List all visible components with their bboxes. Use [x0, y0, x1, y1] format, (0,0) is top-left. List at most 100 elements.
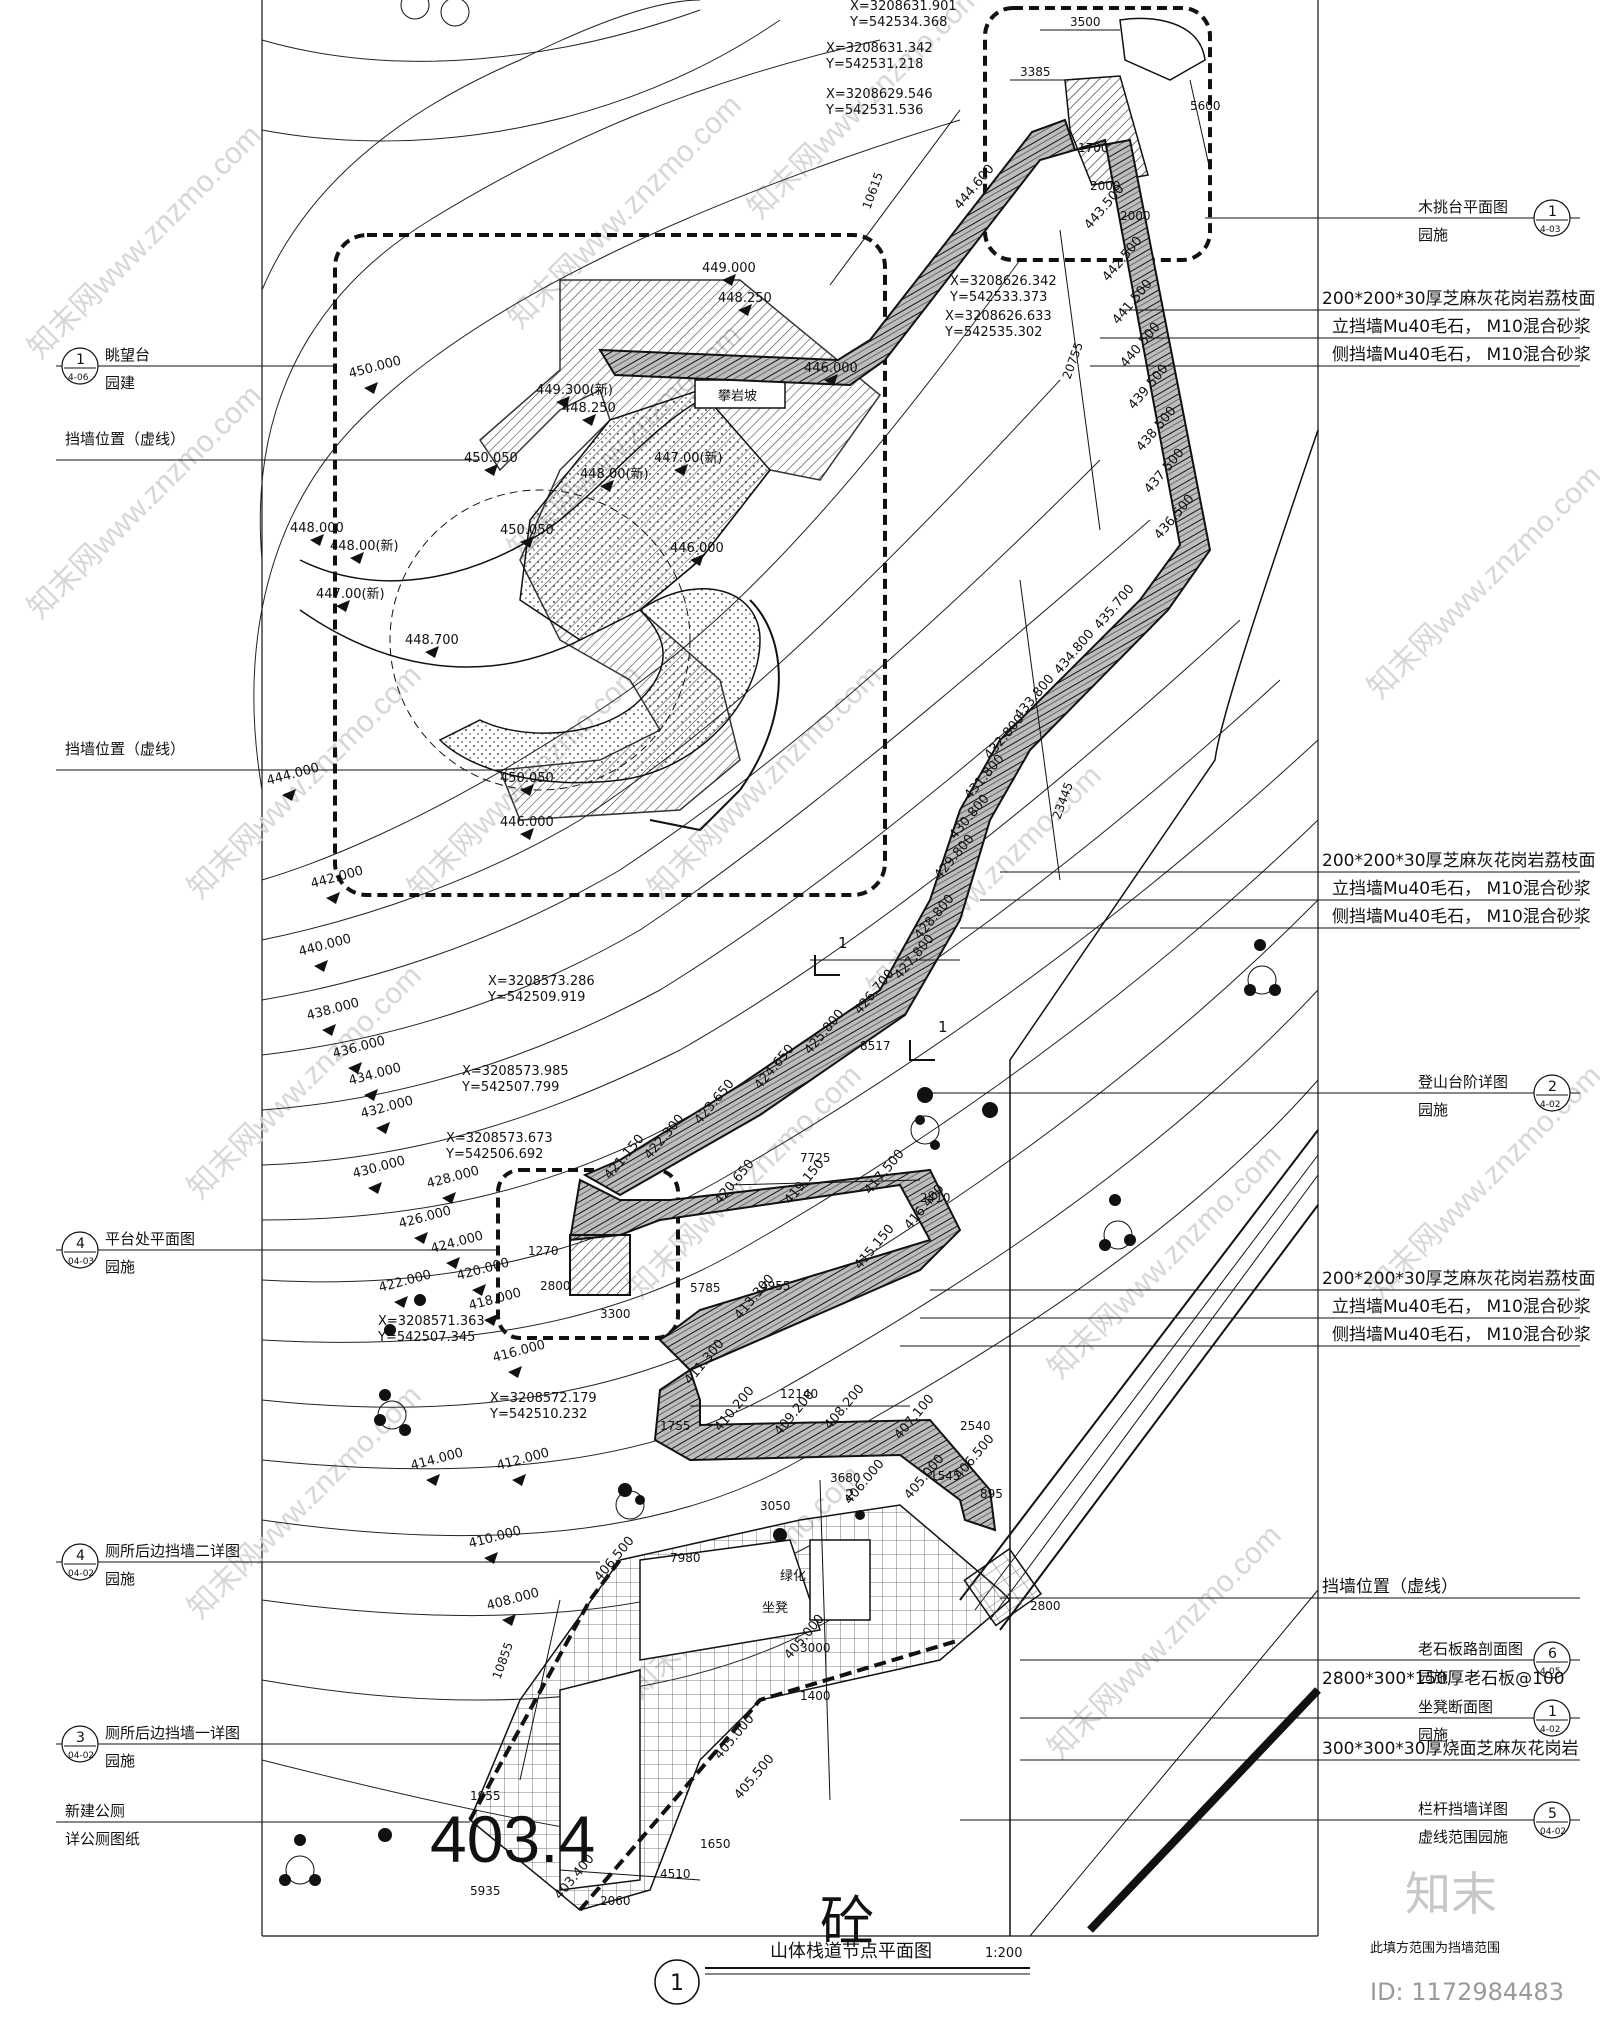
dimension-value: 4510 — [660, 1867, 691, 1881]
dimension-lines — [519, 29, 1211, 1881]
elevation-marker — [446, 1257, 460, 1269]
dimension-value: 20755 — [1060, 340, 1086, 381]
platform-elevation: 447.00(新) — [316, 586, 385, 602]
callout-tag-circle — [1533, 1699, 1571, 1737]
coordinate-y: Y=542506.692 — [445, 1147, 543, 1162]
callout-tag-number: 6 — [1548, 1646, 1557, 1662]
callout-tag-sheet: 4-03 — [1540, 225, 1560, 235]
right-callout-title: 挡墙位置（虚线） — [1322, 1577, 1458, 1597]
dimension-value: 895 — [980, 1487, 1003, 1501]
right-callout-title: 老石板路剖面图 — [1418, 1640, 1523, 1658]
left-callout-title: 平台处平面图 — [105, 1230, 195, 1248]
coordinate-y: Y=542510.232 — [489, 1407, 587, 1422]
coordinate-y: Y=542507.799 — [461, 1080, 559, 1095]
coordinate-y: Y=542507.345 — [377, 1330, 475, 1345]
contour-elevation: 440.000 — [297, 931, 353, 959]
elevation-marker — [322, 1024, 336, 1036]
elevation-marker — [600, 480, 614, 492]
left-callout-subtitle: 园施 — [105, 1752, 135, 1770]
climbing-slope-label: 攀岩坡 — [718, 389, 757, 404]
contour-elevation: 424.000 — [429, 1228, 485, 1256]
callout-tag-number: 4 — [76, 1548, 85, 1564]
right-callout-title: 2800*300*150厚老石板@100 — [1322, 1669, 1565, 1689]
material-note-3: 侧挡墙Mu40毛石， M10混合砂浆 — [1332, 1325, 1591, 1345]
elevation-marker — [520, 536, 534, 548]
elevation-marker — [310, 534, 324, 546]
elevation-marker — [364, 1089, 378, 1101]
dimension-value: 2000 — [1120, 209, 1151, 223]
right-callout-subtitle: 园施 — [1418, 1668, 1448, 1686]
callout-tag-circle — [1533, 1801, 1571, 1839]
contour-elevation: 416.000 — [491, 1337, 547, 1365]
elevation-marker — [484, 1552, 498, 1564]
coordinate-x: X=3208631.901 — [850, 0, 957, 14]
title-text: 山体栈道节点平面图 — [770, 1941, 932, 1962]
platform-elevation: 449.000 — [702, 261, 756, 276]
platform-elevation: 447.00(新) — [654, 450, 723, 466]
callout-tag-circle — [1533, 1074, 1571, 1112]
section-mark-label: 2 — [845, 1486, 855, 1504]
elevation-marker — [326, 892, 340, 904]
coordinate-y: Y=542531.218 — [825, 57, 923, 72]
dimension-value: 2410 — [920, 1191, 951, 1205]
elevation-marker — [738, 304, 752, 316]
dimension-value: 3680 — [830, 1471, 861, 1485]
dimension-value: 2800 — [1030, 1599, 1061, 1613]
dimension-value: 10615 — [860, 170, 886, 211]
material-note-2: 立挡墙Mu40毛石， M10混合砂浆 — [1332, 317, 1591, 337]
dimension-value: 2800 — [540, 1279, 571, 1293]
dimension-value: 10855 — [490, 1640, 516, 1681]
callout-tag-sheet: 04-02 — [68, 1569, 94, 1579]
platform-elevation: 448.250 — [562, 401, 616, 416]
elevation-marker — [520, 828, 534, 840]
material-note-1: 200*200*30厚芝麻灰花岗岩荔枝面 — [1322, 1269, 1596, 1289]
contour-elevation: 408.000 — [485, 1585, 541, 1613]
watermark-text: 知末网www.znzmo.com — [182, 659, 428, 905]
elevation-marker — [414, 1232, 428, 1244]
frame — [261, 0, 1319, 1937]
platform-elevation: 450.050 — [500, 771, 554, 786]
big-char-label: 砼 — [820, 1892, 874, 1952]
section-mark-label: 1 — [838, 934, 848, 952]
left-callout-title: 厕所后边挡墙二详图 — [105, 1542, 240, 1560]
image-id: ID: 1172984483 — [1370, 1978, 1564, 2006]
callout-tag-sheet: 04-02 — [68, 1751, 94, 1761]
bottom-note: 此填方范围为挡墙范围 — [1370, 1940, 1500, 1956]
section-mark-label: 1 — [938, 1018, 948, 1036]
dimension-value: 5935 — [470, 1884, 501, 1898]
contour-elevation: 432.000 — [359, 1093, 415, 1121]
elevation-marker — [314, 960, 328, 972]
coordinate-y: Y=542531.536 — [825, 103, 923, 118]
platform-elevation: 446.000 — [500, 815, 554, 830]
platform-elevation-labels: 449.000448.250446.000449.300(新)448.25045… — [290, 261, 858, 840]
callout-tag-circle — [61, 1725, 99, 1763]
right-leaders — [900, 217, 1580, 1821]
dimension-value: 3385 — [1020, 65, 1051, 79]
platform-elevation: 448.700 — [405, 633, 459, 648]
contour-elevation: 450.000 — [347, 353, 403, 381]
callout-tag-number: 3 — [76, 1730, 85, 1746]
callout-tag-sheet: 4-02 — [1540, 1100, 1560, 1110]
left-callout-title: 眺望台 — [105, 346, 150, 364]
coordinate-x: X=3208571.363 — [378, 1314, 485, 1329]
dimension-value: 3050 — [760, 1499, 791, 1513]
path-elevation: 405.500 — [732, 1752, 778, 1803]
callout-tags: 14-06404-03404-02304-0214-0324-0264-0514… — [61, 199, 1571, 1839]
material-note-1: 200*200*30厚芝麻灰花岗岩荔枝面 — [1322, 851, 1596, 871]
elevation-marker — [394, 1296, 408, 1308]
title-scale: 1:200 — [985, 1946, 1022, 1961]
platform-elevation: 446.000 — [804, 361, 858, 376]
platform-elevation: 449.300(新) — [536, 382, 613, 398]
coordinate-x: X=3208573.286 — [488, 974, 595, 989]
left-callout-labels: 眺望台园建挡墙位置（虚线）挡墙位置（虚线）平台处平面图园施厕所后边挡墙二详图园施… — [65, 346, 240, 1848]
callout-tag-number: 1 — [1548, 204, 1557, 220]
material-note-1: 200*200*30厚芝麻灰花岗岩荔枝面 — [1322, 289, 1596, 309]
left-callout-subtitle: 园施 — [105, 1570, 135, 1588]
dimension-value: 3300 — [600, 1307, 631, 1321]
platform-elevation: 446.000 — [670, 541, 724, 556]
elevation-marker — [348, 1062, 362, 1074]
callout-tag-number: 2 — [1548, 1079, 1557, 1095]
coordinate-x: X=3208626.633 — [945, 309, 1052, 324]
seat-label: 坐凳 — [762, 1600, 788, 1616]
